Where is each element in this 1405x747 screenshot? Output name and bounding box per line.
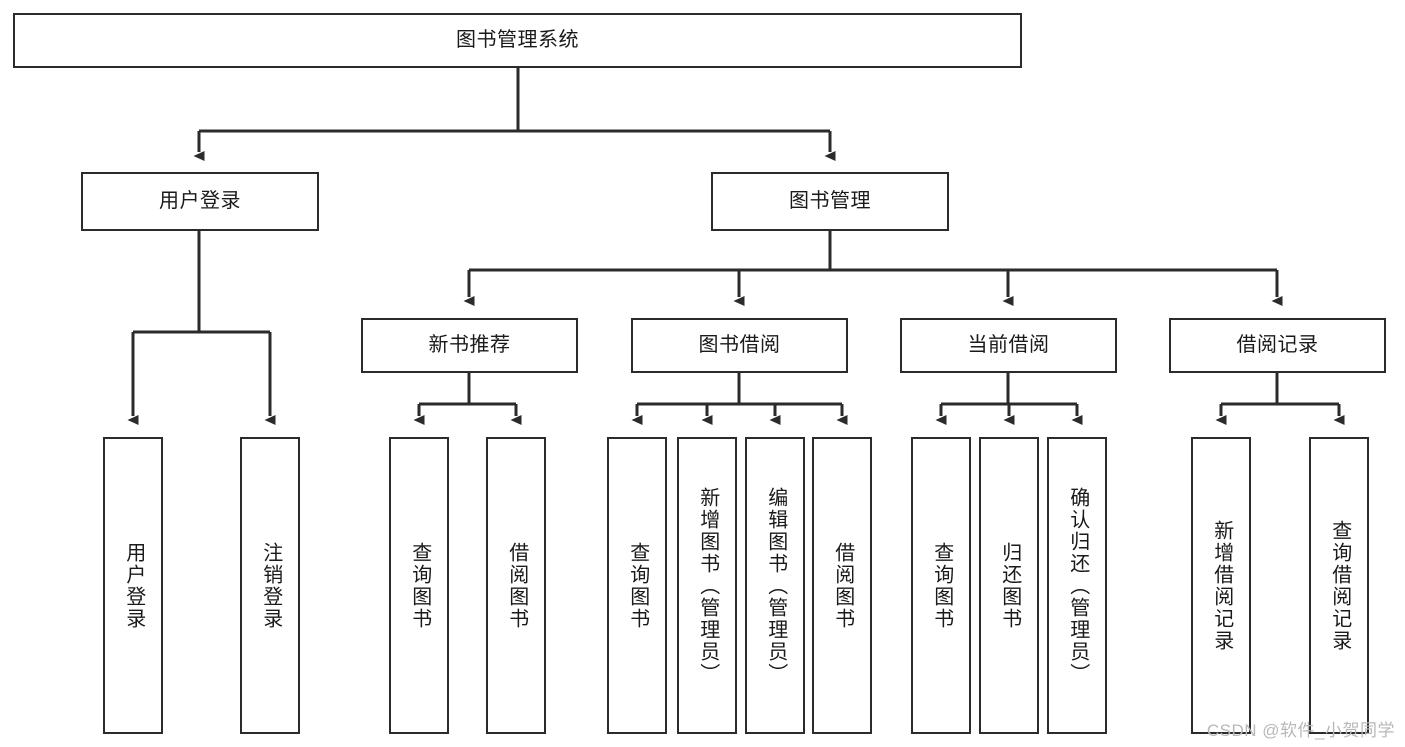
leaf-borrow-record-1[interactable]: 新增借阅记录 bbox=[1191, 437, 1251, 734]
leaf-new-book-1-label: 查询图书 bbox=[408, 541, 431, 630]
node-book-borrow-label: 图书借阅 bbox=[698, 334, 781, 356]
leaf-book-borrow-3-label: 编辑图书（管理员） bbox=[764, 486, 787, 685]
node-current-borrow[interactable]: 当前借阅 bbox=[900, 318, 1117, 373]
node-root-label: 图书管理系统 bbox=[456, 29, 579, 51]
leaf-user-login-2[interactable]: 注销登录 bbox=[240, 437, 300, 734]
node-borrow-record-label: 借阅记录 bbox=[1236, 334, 1319, 356]
node-book-management[interactable]: 图书管理 bbox=[711, 172, 949, 231]
node-user-login[interactable]: 用户登录 bbox=[81, 172, 319, 231]
leaf-book-borrow-1-label: 查询图书 bbox=[626, 541, 649, 630]
leaf-user-login-1-label: 用户登录 bbox=[122, 541, 145, 630]
node-borrow-record[interactable]: 借阅记录 bbox=[1169, 318, 1386, 373]
leaf-user-login-1[interactable]: 用户登录 bbox=[103, 437, 163, 734]
node-new-book-recommend[interactable]: 新书推荐 bbox=[361, 318, 578, 373]
node-book-borrow[interactable]: 图书借阅 bbox=[631, 318, 848, 373]
leaf-current-borrow-2[interactable]: 归还图书 bbox=[979, 437, 1039, 734]
leaf-current-borrow-1[interactable]: 查询图书 bbox=[911, 437, 971, 734]
leaf-book-borrow-4[interactable]: 借阅图书 bbox=[812, 437, 872, 734]
leaf-current-borrow-2-label: 归还图书 bbox=[998, 541, 1021, 630]
leaf-book-borrow-4-label: 借阅图书 bbox=[831, 541, 854, 630]
leaf-new-book-1[interactable]: 查询图书 bbox=[389, 437, 449, 734]
leaf-new-book-2[interactable]: 借阅图书 bbox=[486, 437, 546, 734]
leaf-borrow-record-2[interactable]: 查询借阅记录 bbox=[1309, 437, 1369, 734]
leaf-borrow-record-2-label: 查询借阅记录 bbox=[1328, 519, 1351, 652]
leaf-new-book-2-label: 借阅图书 bbox=[505, 541, 528, 630]
node-current-borrow-label: 当前借阅 bbox=[967, 334, 1050, 356]
leaf-user-login-2-label: 注销登录 bbox=[259, 541, 282, 630]
node-new-book-recommend-label: 新书推荐 bbox=[428, 334, 511, 356]
leaf-book-borrow-2[interactable]: 新增图书（管理员） bbox=[677, 437, 737, 734]
watermark-text: CSDN @软件_小贺同学 bbox=[1206, 721, 1395, 740]
leaf-current-borrow-1-label: 查询图书 bbox=[930, 541, 953, 630]
leaf-book-borrow-3[interactable]: 编辑图书（管理员） bbox=[745, 437, 805, 734]
leaf-current-borrow-3-label: 确认归还（管理员） bbox=[1066, 486, 1089, 685]
leaf-current-borrow-3[interactable]: 确认归还（管理员） bbox=[1047, 437, 1107, 734]
leaf-book-borrow-2-label: 新增图书（管理员） bbox=[696, 486, 719, 685]
leaf-book-borrow-1[interactable]: 查询图书 bbox=[607, 437, 667, 734]
node-user-login-label: 用户登录 bbox=[159, 190, 241, 212]
leaf-borrow-record-1-label: 新增借阅记录 bbox=[1210, 519, 1233, 652]
node-root[interactable]: 图书管理系统 bbox=[13, 13, 1022, 68]
node-book-management-label: 图书管理 bbox=[789, 190, 871, 212]
